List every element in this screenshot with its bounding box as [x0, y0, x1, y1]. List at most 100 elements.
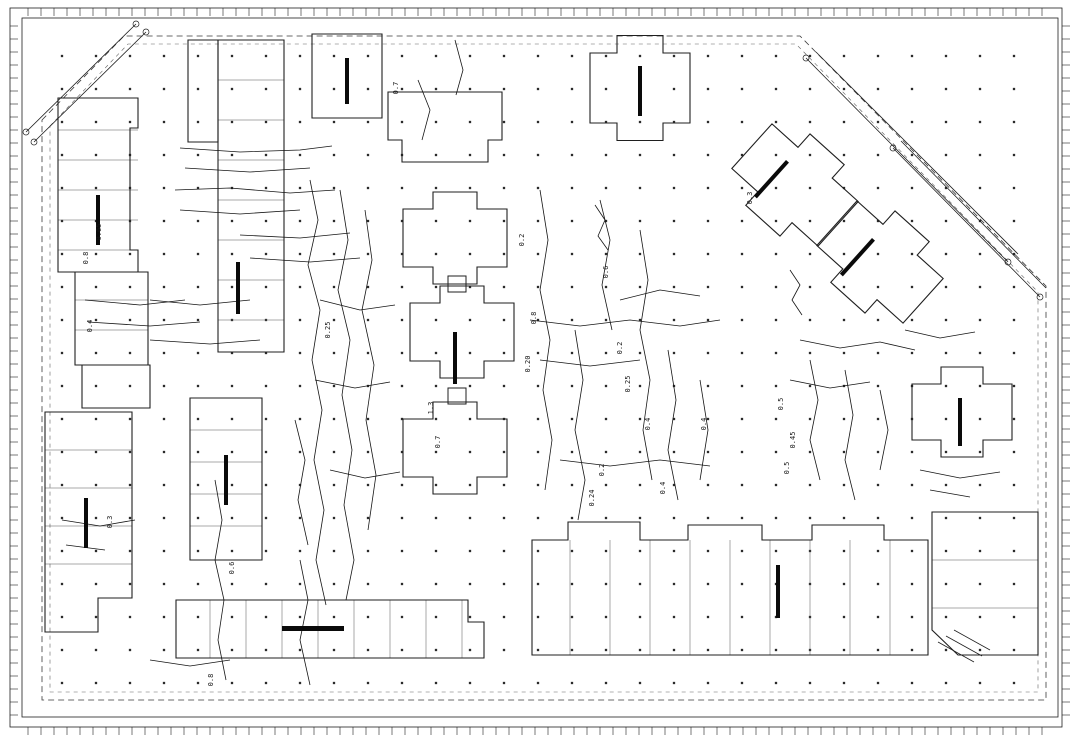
- grid-dot: [60, 384, 64, 388]
- grid-dot: [162, 153, 166, 157]
- grid-dot: [978, 516, 982, 520]
- grid-dot: [740, 87, 744, 91]
- grid-dot: [740, 417, 744, 421]
- grid-dot: [876, 483, 880, 487]
- grid-dot: [162, 252, 166, 256]
- grid-dot: [842, 351, 846, 355]
- diagonal-line: [815, 51, 1019, 255]
- grid-dot: [332, 384, 336, 388]
- grid-dot: [400, 285, 404, 289]
- grid-dot: [332, 615, 336, 619]
- grid-dot: [298, 417, 302, 421]
- grid-dot: [910, 582, 914, 586]
- crack-line: [789, 379, 871, 389]
- grid-dot: [366, 351, 370, 355]
- tower-footprint: [402, 191, 508, 285]
- grid-dot: [332, 417, 336, 421]
- grid-dot: [502, 87, 506, 91]
- grid-dot: [842, 54, 846, 58]
- grid-dot: [468, 681, 472, 685]
- grid-dot: [264, 483, 268, 487]
- grid-dot: [774, 648, 778, 652]
- grid-dot: [366, 648, 370, 652]
- grid-dot: [570, 483, 574, 487]
- grid-dot: [842, 681, 846, 685]
- building-footprint: [57, 97, 139, 273]
- grid-dot: [502, 516, 506, 520]
- grid-dot: [468, 54, 472, 58]
- grid-dot: [570, 450, 574, 454]
- grid-dot: [400, 648, 404, 652]
- grid-dot: [876, 417, 880, 421]
- grid-dot: [94, 285, 98, 289]
- grid-dot: [842, 516, 846, 520]
- grid-dot: [706, 582, 710, 586]
- grid-dot: [128, 615, 132, 619]
- grid-dot: [808, 417, 812, 421]
- grid-dot: [978, 384, 982, 388]
- grid-dot: [1012, 582, 1016, 586]
- grid-dot: [978, 615, 982, 619]
- grid-dot: [468, 87, 472, 91]
- grid-dot: [774, 450, 778, 454]
- grid-dot: [468, 120, 472, 124]
- diagonal-line: [953, 629, 991, 651]
- grid-dot: [978, 549, 982, 553]
- grid-dot: [740, 648, 744, 652]
- grid-dot: [162, 648, 166, 652]
- grid-dot: [672, 615, 676, 619]
- crack-width-annotation: 0.4: [86, 320, 94, 333]
- grid-dot: [740, 153, 744, 157]
- crack-line: [149, 659, 231, 667]
- grid-dot: [672, 483, 676, 487]
- grid-dot: [604, 186, 608, 190]
- grid-dot: [604, 450, 608, 454]
- grid-dot: [1012, 648, 1016, 652]
- grid-dot: [910, 549, 914, 553]
- grid-dot: [230, 252, 234, 256]
- grid-dot: [1012, 186, 1016, 190]
- grid-dot: [434, 219, 438, 223]
- building-footprint: [187, 39, 219, 143]
- grid-dot: [196, 120, 200, 124]
- grid-dot: [366, 681, 370, 685]
- grid-dot: [162, 219, 166, 223]
- grid-dot: [536, 186, 540, 190]
- grid-dot: [774, 153, 778, 157]
- grid-dot: [570, 516, 574, 520]
- grid-dot: [570, 153, 574, 157]
- grid-dot: [162, 285, 166, 289]
- grid-dot: [332, 120, 336, 124]
- grid-dot: [706, 318, 710, 322]
- grid-dot: [128, 516, 132, 520]
- grid-dot: [366, 54, 370, 58]
- grid-dot: [94, 318, 98, 322]
- crack-line: [789, 269, 803, 316]
- grid-dot: [536, 648, 540, 652]
- tower-footprint: [409, 285, 515, 379]
- grid-dot: [434, 120, 438, 124]
- grid-dot: [434, 615, 438, 619]
- grid-dot: [162, 483, 166, 487]
- grid-dot: [604, 681, 608, 685]
- grid-dot: [910, 615, 914, 619]
- grid-dot: [298, 318, 302, 322]
- grid-dot: [672, 285, 676, 289]
- grid-dot: [332, 153, 336, 157]
- grid-dot: [910, 648, 914, 652]
- tower-footprint: [911, 366, 1013, 458]
- grid-dot: [94, 483, 98, 487]
- grid-dot: [570, 384, 574, 388]
- diagonal-line: [945, 635, 983, 657]
- grid-dot: [944, 285, 948, 289]
- grid-dot: [298, 483, 302, 487]
- grid-dot: [978, 54, 982, 58]
- grid-dot: [706, 516, 710, 520]
- grid-dot: [876, 582, 880, 586]
- grid-dot: [638, 252, 642, 256]
- grid-dot: [94, 450, 98, 454]
- grid-dot: [876, 87, 880, 91]
- grid-dot: [400, 219, 404, 223]
- crack-line: [799, 339, 916, 351]
- grid-dot: [230, 54, 234, 58]
